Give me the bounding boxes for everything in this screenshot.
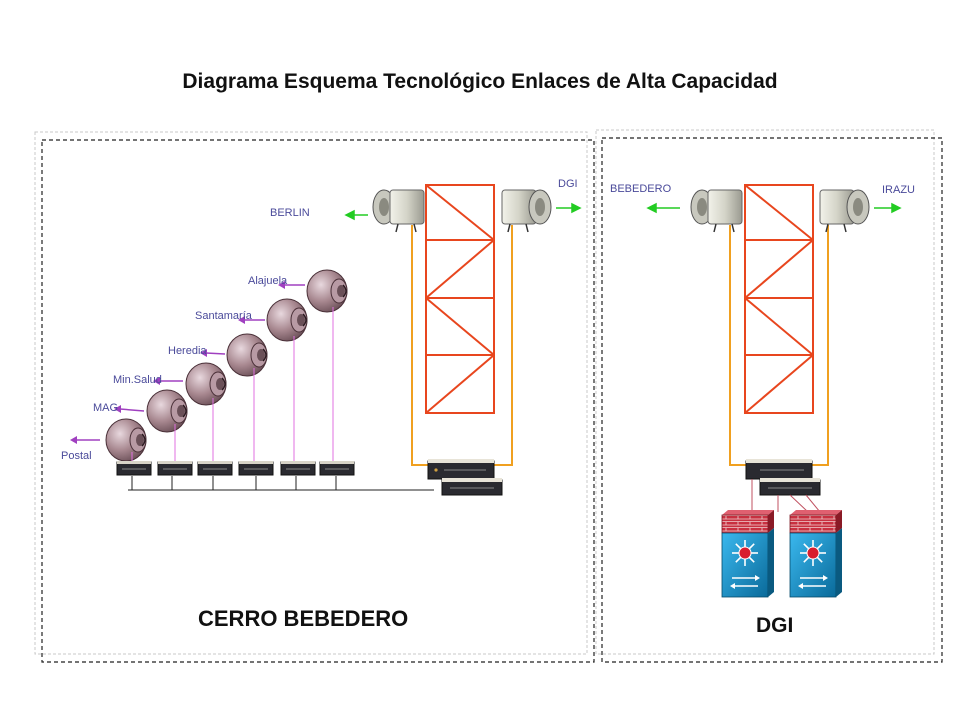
router-icon: [441, 478, 503, 496]
feeder-cables: [729, 225, 829, 466]
tower-icon: [744, 184, 814, 414]
firewall-switch-icon: [721, 510, 774, 598]
link-label-mag: MAG: [93, 402, 119, 414]
router-icon: [427, 459, 495, 480]
arrow-icon: [874, 202, 902, 214]
arrow-icon: [556, 202, 582, 214]
arrow-icon: [646, 202, 680, 214]
link-label-berlin: BERLIN: [270, 207, 310, 219]
link-label-santamaria: Santamaría: [195, 310, 252, 322]
dish-drop-lines: [131, 307, 334, 465]
router-icon: [157, 461, 193, 476]
arrow-icon: [344, 209, 368, 221]
router-icon: [319, 461, 355, 476]
radio-antenna-icon: [372, 189, 425, 233]
firewall-uplinks: [751, 479, 821, 513]
link-label-dgi: DGI: [558, 178, 578, 190]
router-icon: [238, 461, 274, 476]
link-label-minsalud: Min.Salud: [113, 374, 162, 386]
arrow-icon: [70, 436, 100, 444]
router-icon: [197, 461, 233, 476]
arrow-icon: [278, 281, 305, 289]
arrow-icon: [114, 405, 145, 413]
network-bus: [128, 476, 434, 491]
router-icon: [116, 461, 152, 476]
feeder-cables: [411, 225, 513, 466]
site-label-cerro-bebedero: CERRO BEBEDERO: [198, 606, 409, 631]
parabolic-dish-icon: [226, 333, 268, 377]
parabolic-dish-icon: [266, 298, 308, 342]
arrow-icon: [238, 316, 265, 324]
site-label-dgi: DGI: [756, 614, 794, 637]
arrow-icon: [153, 377, 183, 385]
parabolic-dish-icon: [146, 389, 188, 433]
router-icon: [759, 478, 821, 496]
router-icon: [280, 461, 316, 476]
link-label-bebedero: BEBEDERO: [610, 183, 672, 195]
link-label-alajuela: Alajuela: [248, 275, 288, 287]
site-boundary-cerro-bebedero: [34, 131, 595, 663]
link-label-postal: Postal: [61, 450, 92, 462]
firewall-switch-icon: [789, 510, 842, 598]
router-icon: [745, 459, 813, 480]
parabolic-dish-icon: [306, 269, 348, 313]
radio-antenna-icon: [690, 189, 743, 233]
site-boundary-dgi: [595, 129, 943, 663]
parabolic-dish-icon: [105, 418, 147, 462]
link-label-irazu: IRAZU: [882, 184, 915, 196]
link-label-heredia: Heredia: [168, 345, 207, 357]
radio-antenna-icon: [501, 189, 552, 233]
arrow-icon: [200, 349, 226, 357]
radio-antenna-icon: [819, 189, 870, 233]
diagram-title: Diagrama Esquema Tecnológico Enlaces de …: [182, 70, 778, 93]
tower-icon: [425, 184, 495, 414]
parabolic-dish-icon: [185, 362, 227, 406]
